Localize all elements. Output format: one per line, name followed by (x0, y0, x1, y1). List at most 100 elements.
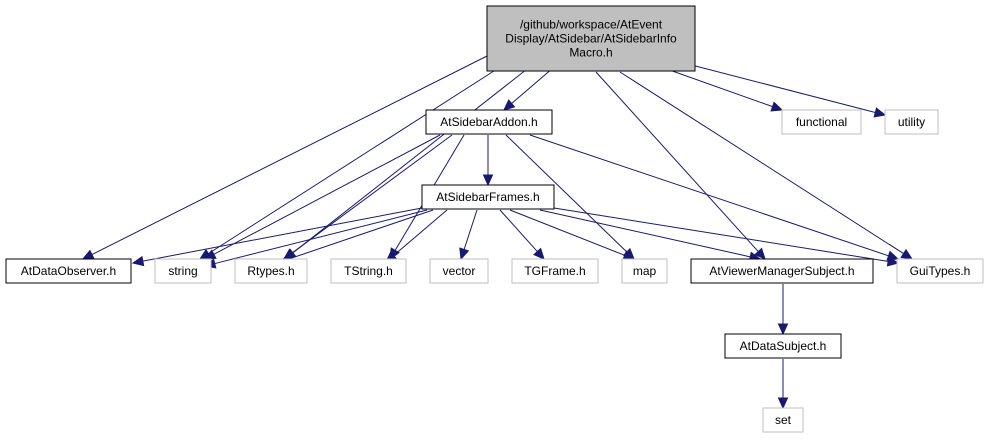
edge-viewer-to-subject (777, 284, 789, 336)
node-map: map (621, 258, 668, 284)
node-string: string (154, 258, 212, 284)
edge-arrowhead (777, 397, 789, 410)
node-label: vector (443, 264, 476, 278)
edge-addon-to-string (203, 134, 441, 260)
node-tgframe: TGFrame.h (511, 258, 599, 284)
edge-arrowhead (770, 101, 784, 112)
edge-line (142, 207, 423, 262)
node-label: string (168, 264, 197, 278)
node-box (421, 184, 555, 210)
edge-arrowhead (533, 247, 545, 260)
edge-frames-to-guitypes (553, 207, 900, 267)
node-label: functional (796, 115, 847, 129)
node-subject[interactable]: AtDataSubject.h (724, 333, 842, 359)
edge-line (393, 209, 448, 256)
edge-line (539, 209, 751, 258)
edge-arrowhead (482, 174, 494, 187)
edge-line (289, 209, 434, 260)
edge-addon-to-frames (482, 135, 494, 187)
node-box (724, 333, 842, 359)
edge-arrowhead (886, 256, 900, 267)
edge-root-to-string (198, 61, 509, 260)
edge-root-to-guitypes (619, 71, 914, 260)
edge-frames-to-rtypes (278, 209, 434, 264)
node-label: Display/AtSidebar/AtSidebarInfo (505, 32, 677, 46)
edge-arrowhead (81, 249, 95, 260)
node-box (5, 258, 132, 284)
edge-arrowhead (754, 247, 766, 260)
node-rtypes: Rtypes.h (234, 258, 308, 284)
node-box (884, 109, 939, 135)
node-label: AtViewerManagerSubject.h (709, 264, 854, 278)
node-box (621, 258, 668, 284)
node-box (511, 258, 599, 284)
edge-arrowhead (900, 248, 914, 260)
graph-nodes: /github/workspace/AtEventDisplay/AtSideb… (5, 5, 984, 433)
edge-line (679, 61, 876, 113)
node-root[interactable]: /github/workspace/AtEventDisplay/AtSideb… (486, 5, 696, 72)
edge-line (619, 71, 904, 255)
node-guitypes: GuiTypes.h (896, 258, 984, 284)
node-box (234, 258, 308, 284)
node-tstring: TString.h (330, 258, 407, 284)
edge-root-to-utility (679, 61, 887, 118)
edge-line (292, 61, 537, 254)
node-viewer[interactable]: AtViewerManagerSubject.h (690, 258, 874, 284)
edge-arrowhead (131, 255, 145, 267)
edge-line (463, 209, 478, 250)
node-label: GuiTypes.h (910, 264, 971, 278)
node-label: Rtypes.h (247, 264, 294, 278)
edge-line (291, 134, 453, 254)
node-label: AtSidebarFrames.h (436, 190, 539, 204)
node-box (896, 258, 984, 284)
node-vector: vector (429, 258, 489, 284)
edge-subject-to-set (777, 359, 789, 410)
edge-line (595, 71, 759, 252)
node-label: AtDataObserver.h (21, 264, 116, 278)
edge-frames-to-vector (459, 209, 478, 261)
edge-line (553, 207, 889, 262)
node-label: /github/workspace/AtEvent (520, 18, 663, 32)
node-box (690, 258, 874, 284)
edge-arrowhead (459, 247, 470, 261)
edge-line (208, 61, 509, 255)
edge-root-to-viewer (595, 71, 766, 260)
edge-frames-to-observer (131, 207, 423, 267)
node-box (781, 109, 862, 135)
node-utility: utility (884, 109, 939, 135)
edge-line (499, 209, 538, 252)
edge-line (505, 134, 628, 253)
node-box (429, 258, 489, 284)
node-label: TString.h (344, 264, 393, 278)
node-label: TGFrame.h (524, 264, 585, 278)
edge-root-to-observer (81, 55, 488, 260)
edge-addon-to-guitypes (529, 134, 900, 261)
edge-line (509, 209, 625, 256)
node-box (330, 258, 407, 284)
edge-frames-to-tgframe (499, 209, 545, 260)
node-label: map (633, 264, 657, 278)
node-frames[interactable]: AtSidebarFrames.h (421, 184, 555, 210)
edge-line (529, 134, 889, 257)
edge-line (214, 209, 428, 265)
node-set: set (762, 407, 804, 433)
edge-arrowhead (777, 323, 789, 336)
node-label: AtDataSubject.h (740, 339, 827, 353)
node-label: utility (898, 115, 925, 129)
edge-line (213, 134, 441, 255)
edge-line (91, 55, 488, 255)
node-box (154, 258, 212, 284)
node-box (762, 407, 804, 433)
edge-arrowhead (503, 99, 516, 111)
node-functional: functional (781, 109, 862, 135)
node-label: Macro.h (569, 46, 612, 60)
node-label: AtSidebarAddon.h (440, 115, 537, 129)
node-observer[interactable]: AtDataObserver.h (5, 258, 132, 284)
node-box (486, 5, 696, 72)
node-box (425, 109, 553, 135)
node-label: set (775, 413, 792, 427)
node-addon[interactable]: AtSidebarAddon.h (425, 109, 553, 135)
edge-arrowhead (873, 107, 887, 118)
edge-root-to-rtypes (284, 61, 537, 260)
